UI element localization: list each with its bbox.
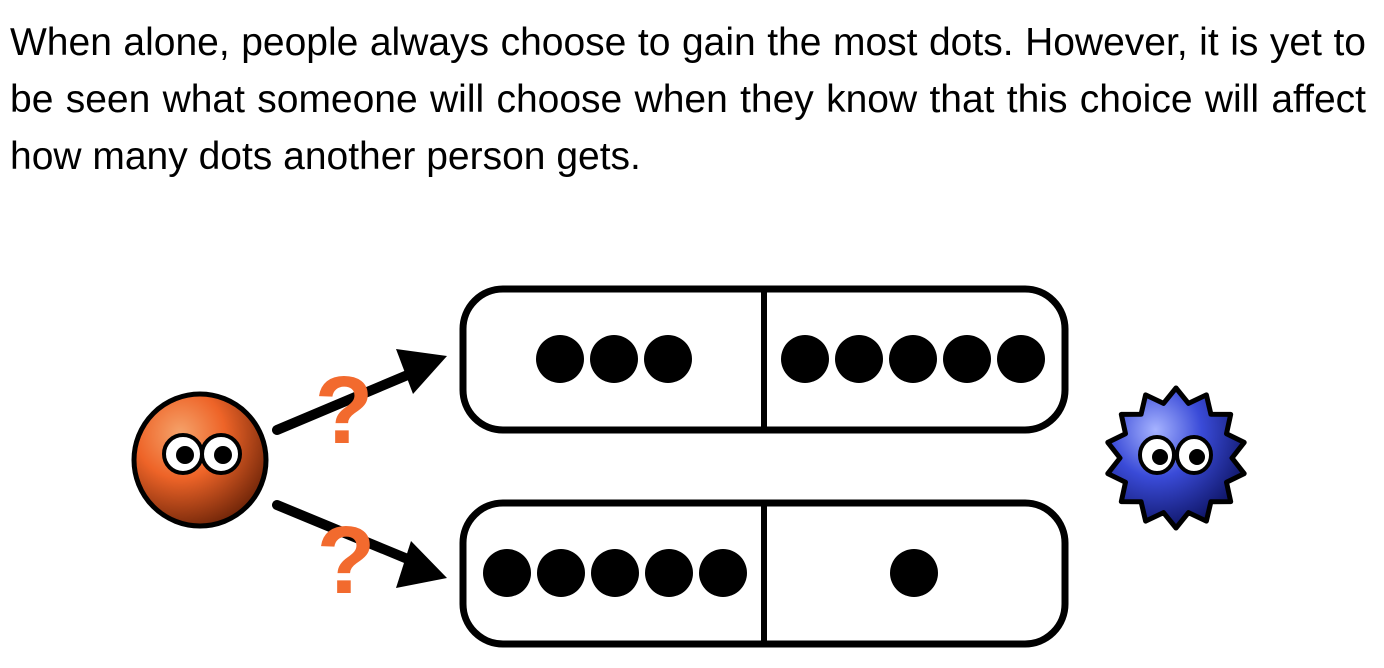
blue-spiky-creature-icon [1105,385,1247,531]
option-1-left-dots [536,335,692,383]
option-2-right-dots [890,549,938,597]
arrow-to-option-2 [272,500,447,588]
option-box-1[interactable] [459,285,1069,434]
caption-text: When alone, people always choose to gain… [10,21,1366,178]
arrow-to-option-1 [272,349,447,435]
option-box-2[interactable] [459,499,1069,648]
option-1-right-dots [781,335,1045,383]
question-mark-lower: ? [317,507,376,614]
orange-ball-creature-icon [131,391,269,529]
option-2-left-dots [483,549,747,597]
question-mark-upper: ? [315,357,374,464]
